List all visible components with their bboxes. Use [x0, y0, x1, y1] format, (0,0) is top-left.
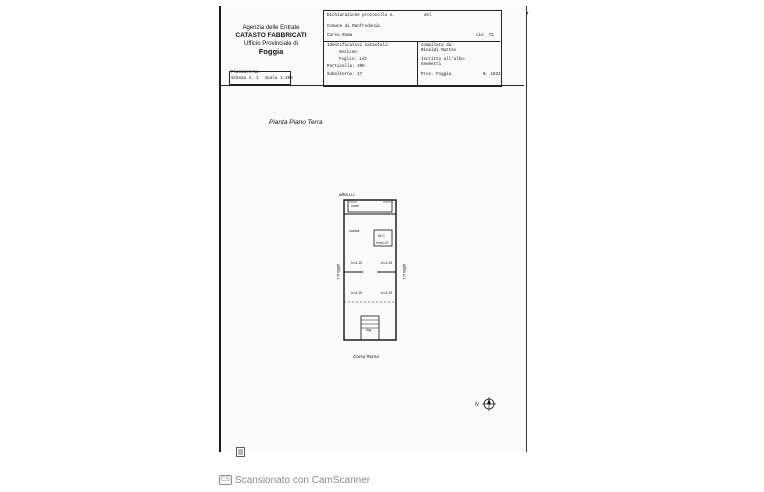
planimetria-box [229, 71, 291, 85]
camscanner-logo-icon: CS [219, 475, 233, 486]
north-arrow-icon [482, 397, 496, 411]
kitchen-label: cucina [349, 229, 360, 233]
top-adjacent-label: altra u.i. [339, 192, 356, 197]
outer-wall [343, 199, 397, 341]
compilata-label: Compilata da: [421, 44, 454, 48]
identificativi-label: Identificativi Catastali: [327, 44, 390, 48]
street-label: Corso Roma [353, 354, 379, 359]
courtyard-top [347, 199, 393, 213]
dichiarazione-text: Dichiarazione protocollo n. [327, 14, 395, 18]
planimetria-label: Planimetria [231, 71, 259, 75]
cadastral-sheet: Agenzia delle Entrate CATASTO FABBRICATI… [219, 6, 527, 452]
height-2: h=4.10 [381, 261, 393, 265]
header-row-1 [323, 10, 500, 42]
plan-title: Pianta Piano Terra [269, 119, 323, 126]
scheda-text: Scheda n. 1 [231, 77, 259, 81]
wc-box [373, 229, 393, 247]
floor-plan [343, 199, 397, 341]
height-1: h=4.10 [351, 261, 363, 265]
comune-text: Comune di Manfredonia [327, 25, 380, 29]
courtyard-label: corte [351, 204, 359, 208]
height-4: h=4.10 [381, 291, 393, 295]
subalterno-text: Subalterno: 17 [327, 73, 363, 77]
document-icon [236, 447, 245, 457]
iscritto-label: Iscritto all'albo: [421, 58, 467, 62]
height-3: h=4.10 [351, 291, 363, 295]
foglio-text: Foglio: 143 [339, 58, 367, 62]
numero-text: N. 1824 [483, 73, 501, 77]
agency-line-3: Ufficio Provinciale di [244, 41, 298, 47]
agency-line-1: Agenzia delle Entrate [242, 25, 300, 31]
entrance-label: ing. [366, 328, 372, 332]
left-adjacent-label: altra u.i. [336, 264, 341, 281]
del-text: del [424, 14, 432, 18]
albo-text: Geometri [421, 63, 442, 67]
drawing-frame [221, 85, 524, 86]
prov-text: Prov. Foggia [421, 73, 452, 77]
header-grid [323, 10, 502, 87]
wc-label: W.C. [378, 234, 386, 238]
height-label: Hm2.47 [376, 241, 389, 245]
north-label: N [475, 402, 479, 408]
agency-line-4: Foggia [258, 47, 284, 56]
via-text: Corso Roma [327, 34, 353, 38]
agency-block: Agenzia delle Entrate CATASTO FABBRICATI… [221, 10, 321, 62]
particella-text: Particella: 396 [327, 65, 365, 69]
right-adjacent-label: altra u.i. [402, 264, 407, 281]
header-divider [417, 41, 418, 85]
scanner-text: Scansionato con CamScanner [235, 475, 371, 486]
compilatore-text: Rinaldi Matteo [421, 49, 457, 53]
sezione-text: Sezione: [339, 51, 360, 55]
agency-line-2: CATASTO FABBRICATI [235, 32, 307, 39]
scala-text: Scala 1:200 [265, 77, 293, 81]
civ-text: civ. 72 [476, 34, 494, 38]
